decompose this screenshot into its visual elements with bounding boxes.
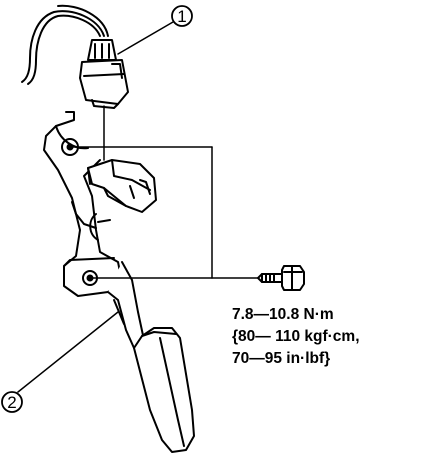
- mounting-bracket: [43, 111, 123, 297]
- pedal-sensor-housing: [87, 159, 157, 241]
- torque-line-1: 7.8—10.8 N·m: [232, 306, 334, 323]
- torque-line-3: 70—95 in·lbf}: [232, 350, 331, 367]
- mounting-bolt: [257, 265, 305, 291]
- torque-line-2: {80— 110 kgf·cm,: [232, 328, 360, 345]
- torque-specification: 7.8—10.8 N·m {80— 110 kgf·cm, 70—95 in·l…: [232, 304, 360, 370]
- wire-harness: [21, 4, 109, 85]
- callout-1-circle: [171, 5, 193, 27]
- callout-2-leader: [17, 311, 119, 393]
- pedal-pad: [133, 327, 195, 453]
- callout-2-number: 2: [7, 393, 16, 412]
- callout-1-leader: [117, 21, 174, 55]
- bolt-location-lines: [71, 146, 259, 279]
- connector: [79, 39, 129, 109]
- callout-2-circle: [1, 391, 23, 413]
- callout-1-number: 1: [177, 7, 186, 26]
